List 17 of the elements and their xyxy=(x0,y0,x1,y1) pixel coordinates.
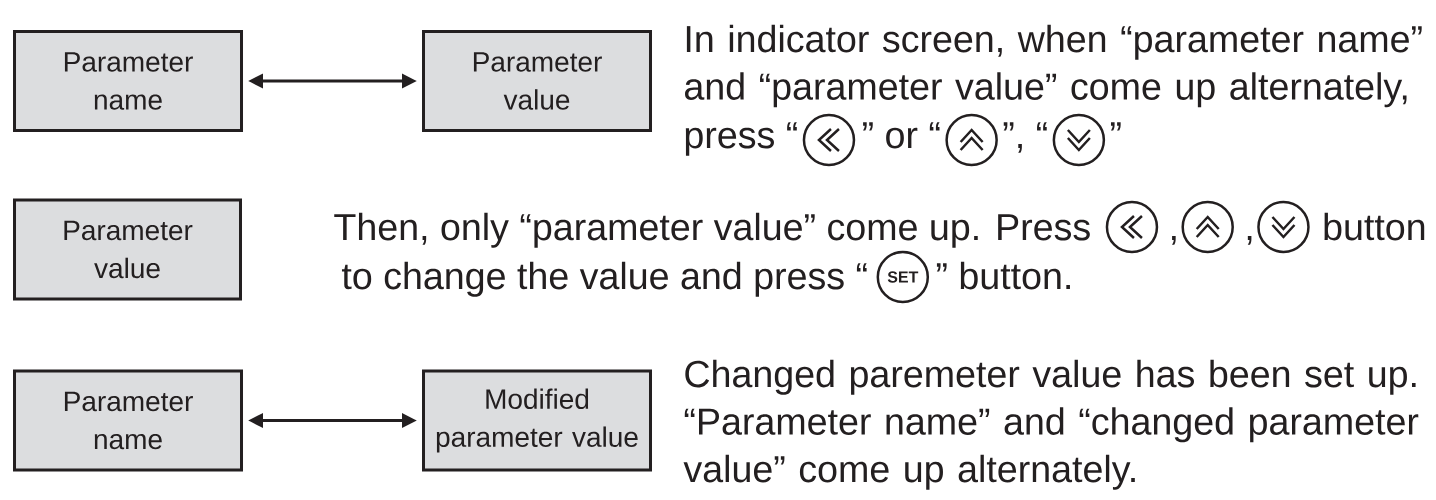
instruction-text: ” or “ xyxy=(863,122,940,149)
instruction-text: to change the value and press “ xyxy=(341,261,867,297)
display-box: Parameter value xyxy=(13,198,242,301)
display-box: Modified parameter value xyxy=(422,369,652,472)
instruction-text: press “ xyxy=(685,122,797,156)
instruction-text: , xyxy=(1247,236,1252,245)
display-box: Parameter value xyxy=(422,30,652,132)
display-box: Parameter name xyxy=(13,369,243,472)
display-box: Parameter name xyxy=(13,30,243,132)
instruction-text: ” button. xyxy=(936,261,1070,290)
instruction-text: Changed paremeter value has been set up. “Parameter name” and “changed parameter value” come up alternately. xyxy=(683,359,1419,490)
set-button: SET xyxy=(876,250,930,304)
instruction-text: button xyxy=(1324,212,1425,241)
instruction-text: ”, “ xyxy=(1003,122,1047,153)
instruction-text: , xyxy=(1172,236,1176,245)
instruction-text: Then, only “parameter value” come up. Press xyxy=(334,212,1090,248)
instruction-text: ” xyxy=(1110,122,1121,131)
